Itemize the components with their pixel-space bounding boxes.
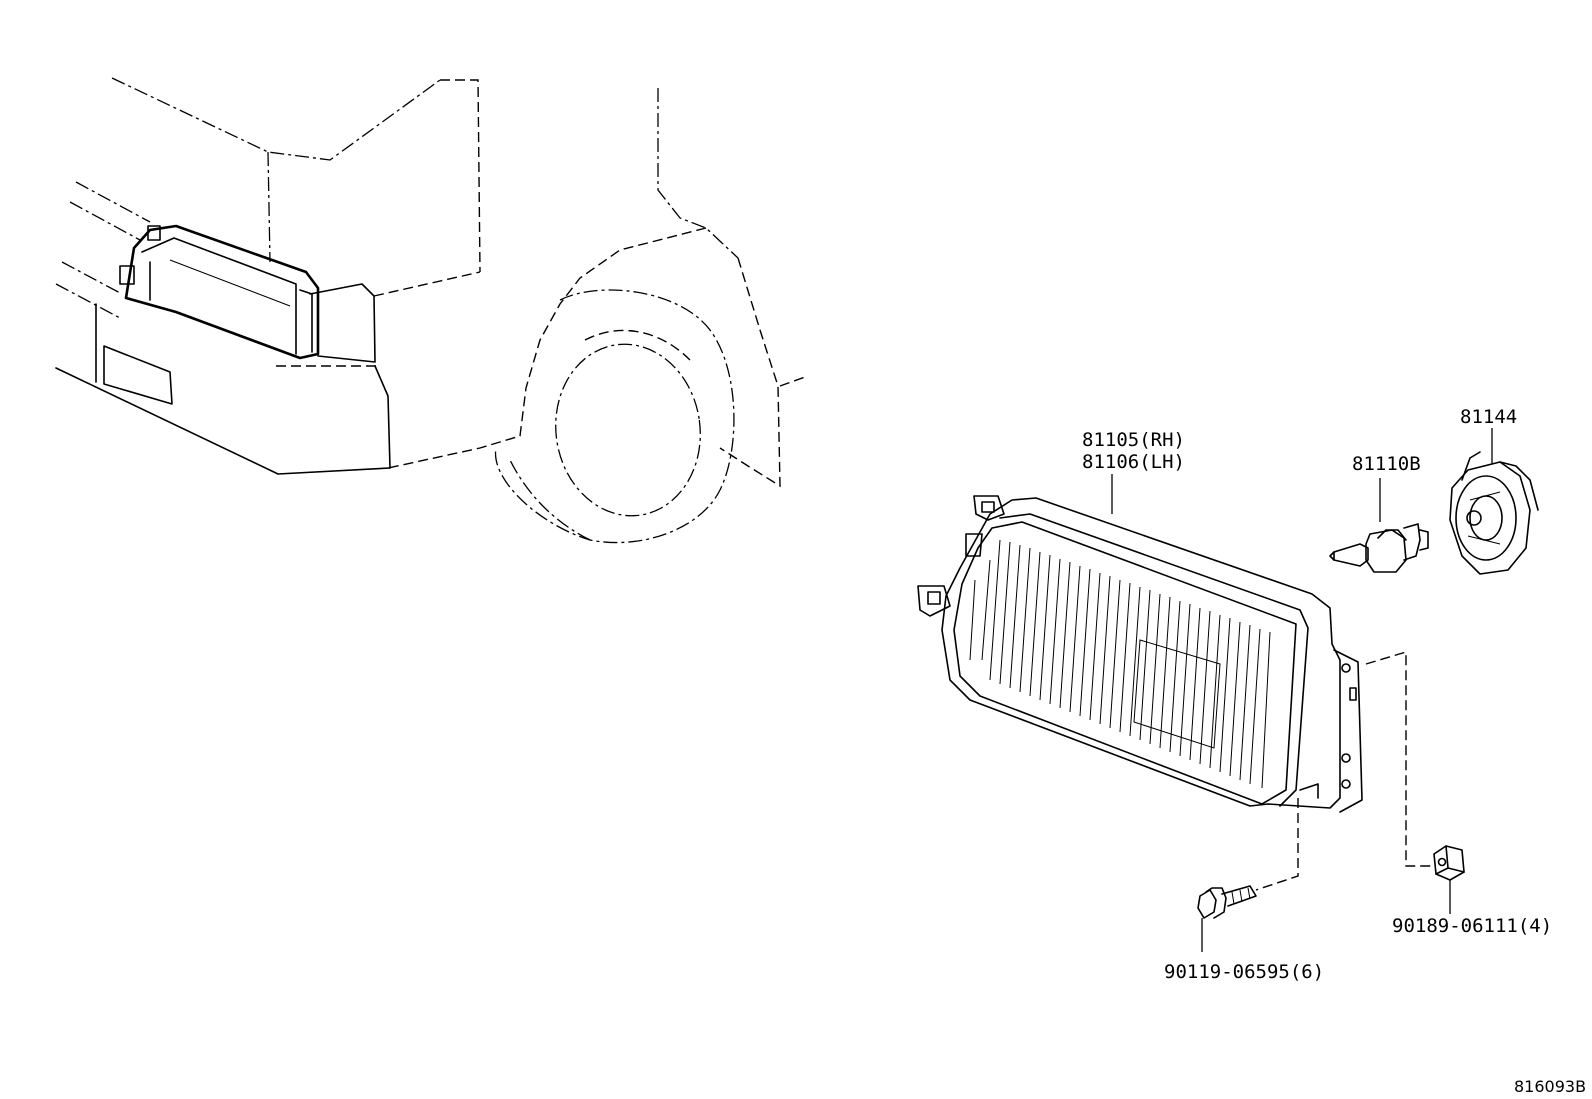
bulb-icon (1329, 523, 1429, 573)
part-label-81106: 81106(LH) (1082, 451, 1185, 473)
clip-nut-icon (1433, 845, 1465, 881)
bolt-icon (1197, 885, 1257, 919)
diagram-reference-code: 816093B (1514, 1077, 1586, 1096)
part-label-90119: 90119-06595(6) (1164, 961, 1324, 983)
vehicle-outline (55, 77, 809, 544)
part-label-81144: 81144 (1460, 406, 1517, 428)
installed-headlamp-icon (119, 224, 320, 360)
part-label-81110b: 81110B (1352, 453, 1421, 475)
headlamp-assembly-icon (917, 495, 1363, 813)
part-label-81105: 81105(RH) (1082, 429, 1185, 451)
socket-cap-icon (1449, 451, 1539, 575)
part-label-90189: 90189-06111(4) (1392, 915, 1552, 937)
leader-lines (1111, 428, 1493, 952)
